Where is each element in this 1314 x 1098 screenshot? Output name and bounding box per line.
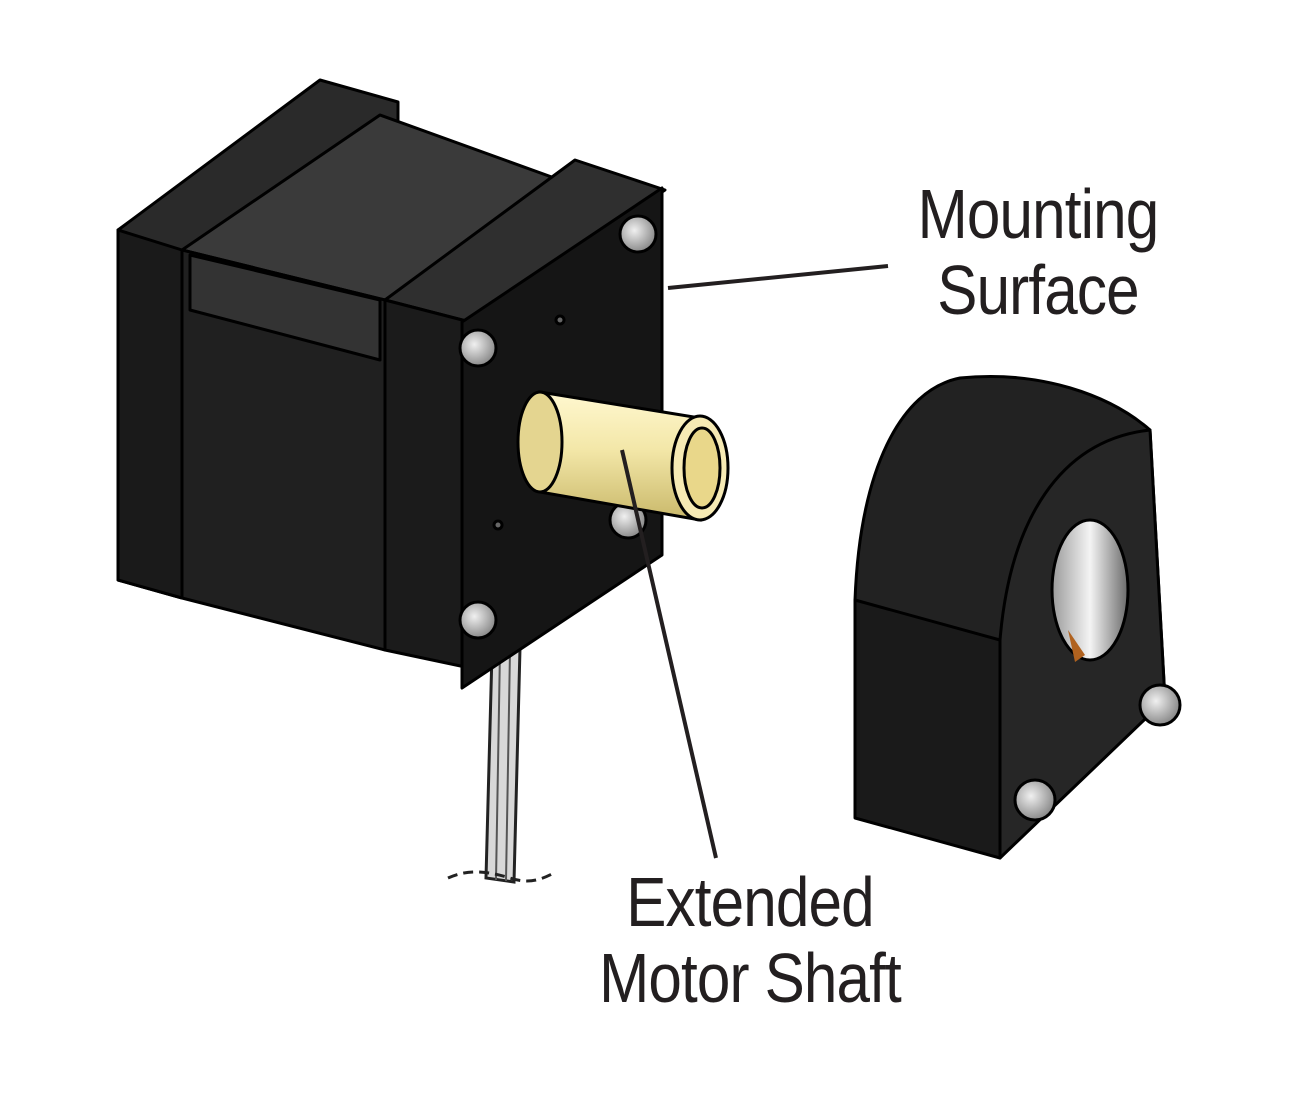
- cable-break-line: [447, 870, 553, 883]
- screw-icon: [1013, 778, 1057, 822]
- motor-shaft-leader: [620, 449, 718, 859]
- screw-icon: [458, 328, 498, 368]
- encoder-housing: [853, 375, 1182, 860]
- extended-motor-shaft-label-line1: Extended: [626, 863, 874, 941]
- screw-icon: [458, 600, 498, 640]
- stepper-motor: [116, 78, 667, 690]
- mounting-surface-label-line1: Mounting: [917, 175, 1160, 253]
- mounting-surface-label: Mounting Surface: [866, 176, 1210, 328]
- encoder-bore: [1050, 518, 1130, 662]
- extended-motor-shaft-label: Extended Motor Shaft: [535, 864, 965, 1016]
- mounting-surface-label-line2: Surface: [937, 251, 1139, 329]
- extended-motor-shaft: [516, 390, 730, 522]
- mounting-surface-leader: [667, 264, 889, 290]
- screw-icon: [618, 214, 658, 254]
- screw-icon: [1138, 683, 1182, 727]
- extended-motor-shaft-label-line2: Motor Shaft: [599, 939, 902, 1017]
- leader-lines: [620, 264, 889, 859]
